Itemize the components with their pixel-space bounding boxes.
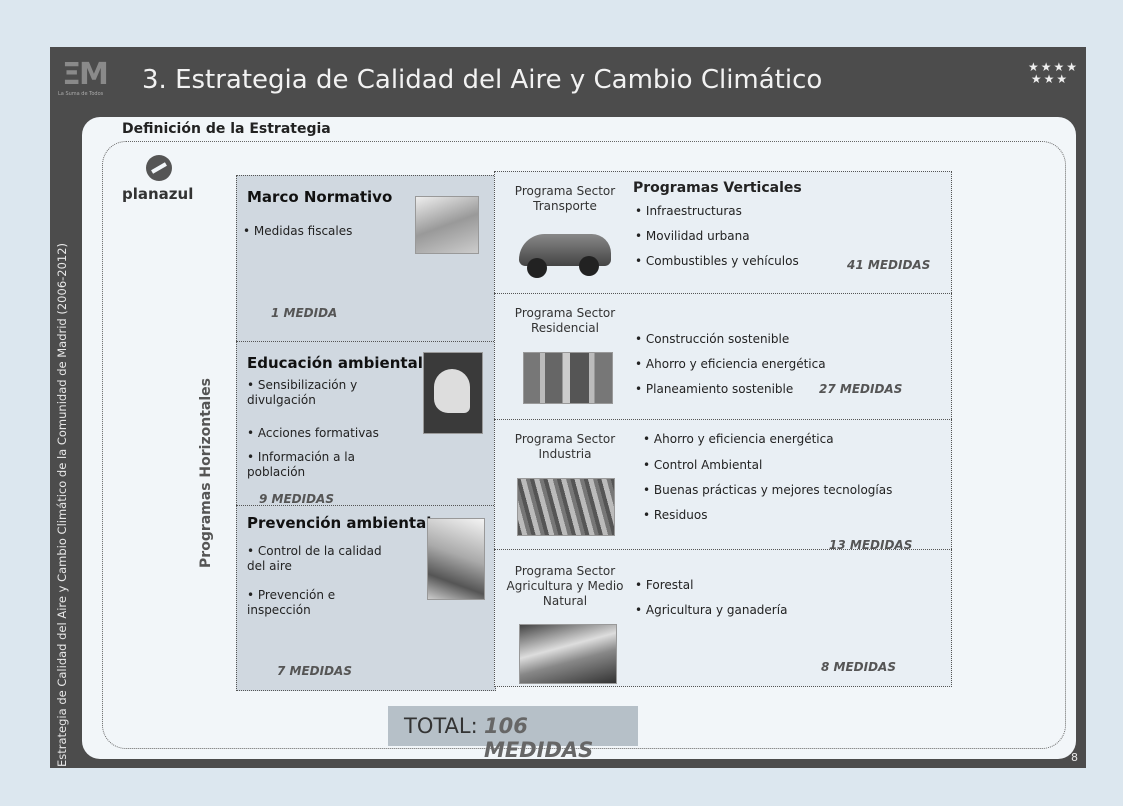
car-image: [513, 220, 615, 278]
measure-count: 1 MEDIDA: [271, 306, 338, 320]
planazul-head-image: [423, 352, 483, 434]
slide-title: 3. Estrategia de Calidad del Aire y Camb…: [142, 65, 823, 95]
list-item: Construcción sostenible: [635, 332, 789, 347]
list-item: Ahorro y eficiencia energética: [643, 432, 834, 447]
program-title: Prevención ambiental: [247, 514, 432, 532]
program-marco-normativo: Marco Normativo Medidas fiscales 1 MEDID…: [236, 175, 496, 343]
list-item: Medidas fiscales: [243, 224, 352, 239]
list-item: Acciones formativas: [247, 426, 417, 441]
comunidad-madrid-logo: ΞM La Suma de Todos: [58, 55, 116, 107]
program-title: Marco Normativo: [247, 188, 393, 206]
list-item: Prevención e inspección: [247, 588, 397, 618]
measure-count: 9 MEDIDAS: [259, 492, 334, 506]
measure-count: 8 MEDIDAS: [821, 660, 896, 674]
program-title: Educación ambiental: [247, 354, 423, 372]
sector-agricultura: Programa Sector Agricultura y Medio Natu…: [494, 549, 952, 687]
list-item: Movilidad urbana: [635, 229, 750, 244]
list-item: Planeamiento sostenible: [635, 382, 793, 397]
page-number: 8: [1071, 751, 1078, 764]
documents-image: [415, 196, 479, 254]
content-panel: Definición de la Estrategia planazul Pro…: [82, 117, 1076, 762]
measure-count: 41 MEDIDAS: [847, 258, 931, 272]
stars-icon: ★★★★ ★★★: [1028, 60, 1080, 86]
buildings-image: [523, 352, 613, 404]
list-item: Agricultura y ganadería: [635, 603, 788, 618]
list-item: Información a la población: [247, 450, 397, 480]
list-item: Control Ambiental: [643, 458, 762, 473]
vertical-programs-label: Programas Verticales: [633, 180, 802, 196]
sector-title: Programa Sector Industria: [514, 432, 616, 461]
section-title: Definición de la Estrategia: [122, 121, 331, 137]
sector-title: Programa Sector Agricultura y Medio Natu…: [506, 564, 624, 608]
total-value: 106 MEDIDAS: [484, 714, 594, 762]
sector-transporte: Programa Sector Transporte Programas Ver…: [494, 171, 952, 295]
planazul-mark-icon: [146, 155, 172, 181]
strategy-frame: [102, 141, 1066, 749]
sector-title: Programa Sector Transporte: [514, 184, 616, 213]
list-item: Forestal: [635, 578, 694, 593]
measure-count: 13 MEDIDAS: [829, 538, 913, 552]
logo-text: La Suma de Todos: [58, 91, 104, 97]
slide: ΞM La Suma de Todos 3. Estrategia de Cal…: [50, 47, 1086, 768]
horizontal-programs-label: Programas Horizontales: [198, 378, 214, 568]
list-item: Combustibles y vehículos: [635, 254, 799, 269]
planazul-logo: planazul: [122, 155, 212, 215]
inspector-image: [427, 518, 485, 600]
list-item: Sensibilización y divulgación: [247, 378, 397, 408]
total-label: TOTAL:: [404, 714, 478, 738]
side-caption: Estrategia de Calidad del Aire y Cambio …: [55, 242, 69, 767]
measure-count: 7 MEDIDAS: [277, 664, 352, 678]
planazul-text: planazul: [122, 185, 194, 203]
list-item: Buenas prácticas y mejores tecnologías: [643, 483, 892, 498]
list-item: Infraestructuras: [635, 204, 742, 219]
program-educacion-ambiental: Educación ambiental Sensibilización y di…: [236, 341, 496, 507]
industry-image: [517, 478, 615, 536]
sector-title: Programa Sector Residencial: [514, 306, 616, 335]
measure-count: 27 MEDIDAS: [819, 382, 903, 396]
sector-industria: Programa Sector Industria Ahorro y efici…: [494, 419, 952, 552]
nature-image: [519, 624, 617, 684]
sector-residencial: Programa Sector Residencial Construcción…: [494, 293, 952, 421]
list-item: Ahorro y eficiencia energética: [635, 357, 826, 372]
list-item: Residuos: [643, 508, 708, 523]
list-item: Control de la calidad del aire: [247, 544, 397, 574]
total-box: TOTAL: 106 MEDIDAS: [388, 706, 638, 762]
program-prevencion-ambiental: Prevención ambiental Control de la calid…: [236, 505, 496, 691]
